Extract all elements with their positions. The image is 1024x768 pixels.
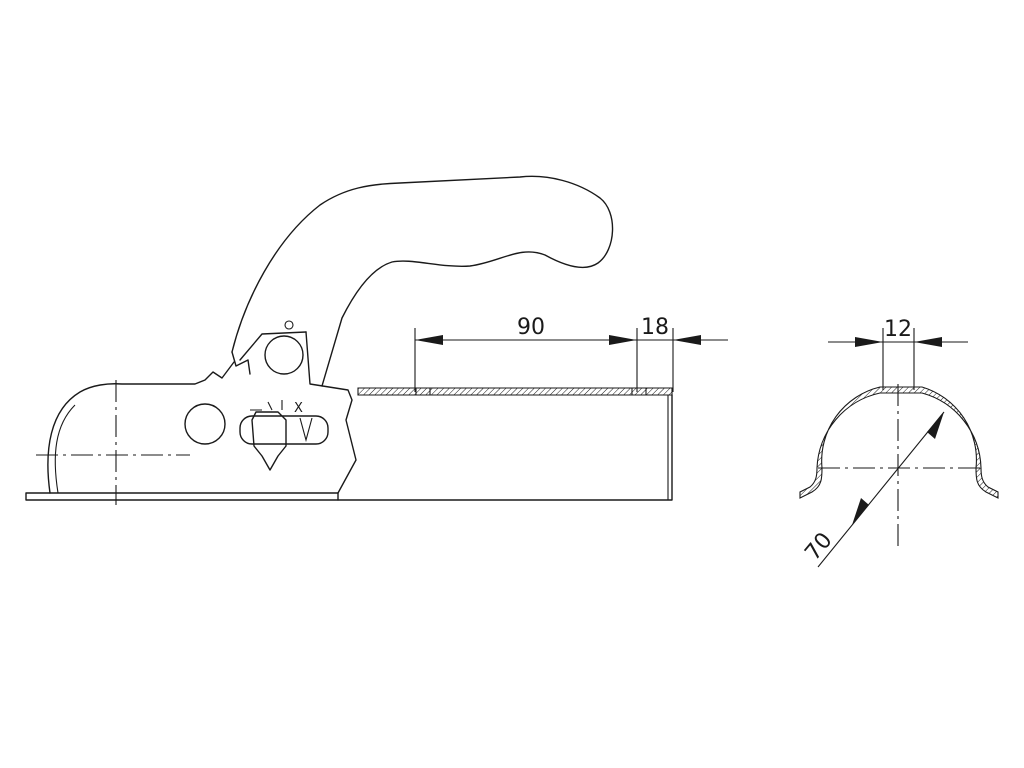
dimension-12-label: 12 [884, 317, 912, 342]
lock-indicator: X [239, 400, 329, 471]
lock-marks [250, 400, 313, 443]
lock-knob [251, 411, 287, 471]
handle-lever [231, 175, 614, 387]
handle-hinge-edge [231, 351, 251, 375]
tube-hole-right [631, 388, 647, 395]
tube-wall [357, 387, 673, 396]
bolt-hole-lower [184, 403, 226, 445]
pivot-hole-upper [264, 335, 304, 375]
dimension-90-label: 90 [517, 315, 545, 340]
lock-slot [239, 415, 329, 445]
tube-hole-left [415, 388, 431, 395]
side-view: X 90 18 [25, 175, 728, 505]
housing-top [239, 331, 307, 361]
dimension-18-label: 18 [641, 315, 669, 340]
dimension-90: 90 [414, 315, 638, 392]
u-profile [799, 386, 999, 499]
dimension-12: 12 [828, 317, 968, 390]
socket-inner-line [54, 404, 76, 494]
pivot-dot [284, 320, 294, 330]
housing-outline [305, 331, 357, 494]
dimension-70: 70 [800, 411, 945, 568]
ball-socket [47, 361, 235, 494]
section-view: 12 70 [799, 317, 999, 568]
dimension-70-label: 70 [800, 528, 837, 566]
tube-bottom [337, 394, 673, 501]
dimension-18: 18 [637, 315, 728, 392]
base-plate [25, 492, 339, 501]
lock-mark-x: X [294, 401, 303, 416]
